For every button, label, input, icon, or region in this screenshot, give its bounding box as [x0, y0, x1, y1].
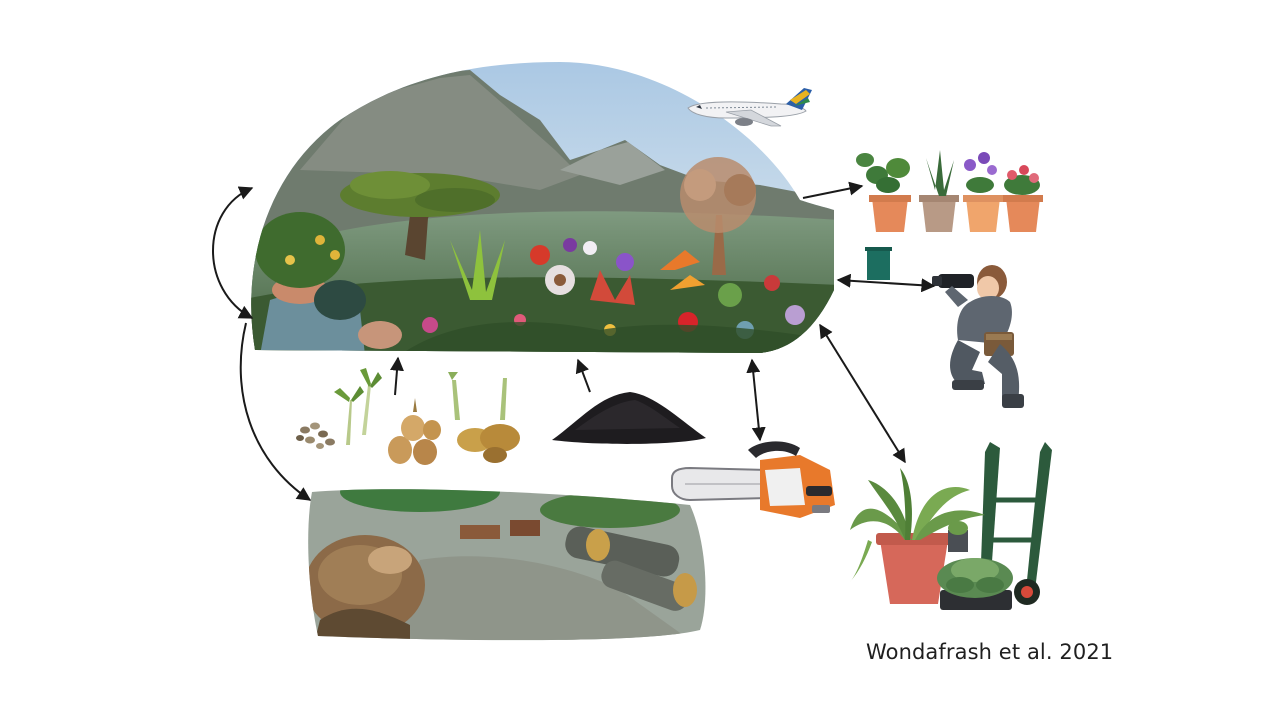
plant-cuttings-icon: [334, 368, 382, 445]
arrow-to-waste: [239, 322, 312, 501]
fynbos-landscape-illustration: [251, 62, 835, 353]
potted-plants-icon: [856, 150, 1043, 232]
arrow-photographer: [836, 273, 936, 293]
bulbs-icon: [388, 372, 520, 465]
airplane-icon: [687, 88, 812, 127]
arrow-chainsaw: [746, 358, 766, 442]
arrows: [212, 181, 936, 501]
arrow-to-pots: [802, 181, 864, 199]
arrow-cuttings-up: [390, 356, 404, 396]
soil-pile-icon: [552, 392, 706, 444]
trash-bin-icon: [865, 247, 892, 280]
arrow-trolley: [819, 323, 906, 464]
seeds-icon: [296, 422, 335, 449]
chainsaw-icon: [671, 441, 835, 518]
nursery-trolley-plants-icon: [850, 442, 1052, 610]
garden-waste-illustration: [308, 489, 706, 641]
citation-text: Wondafrash et al. 2021: [866, 640, 1114, 664]
arrow-left-loop: [212, 186, 254, 319]
photographer-icon: [932, 265, 1024, 408]
arrow-soil-up: [575, 358, 591, 393]
